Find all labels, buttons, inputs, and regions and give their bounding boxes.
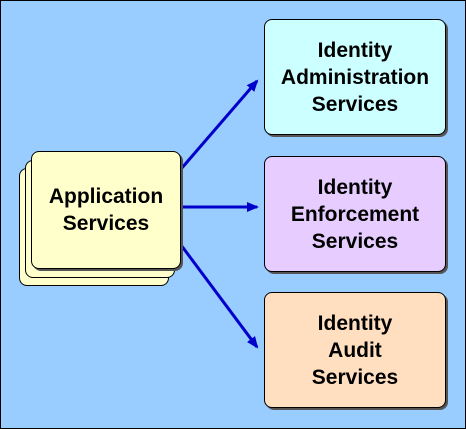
application-services-box: Application Services xyxy=(31,151,181,269)
identity-audit-services-label: Identity Audit Services xyxy=(311,311,399,389)
arrow-to-administration xyxy=(179,79,259,170)
identity-administration-services-box: Identity Administration Services xyxy=(264,19,446,135)
identity-administration-services-label: Identity Administration Services xyxy=(280,38,430,116)
identity-enforcement-services-box: Identity Enforcement Services xyxy=(264,156,446,272)
arrow-to-audit xyxy=(179,244,259,349)
identity-enforcement-services-label: Identity Enforcement Services xyxy=(290,175,420,253)
identity-audit-services-box: Identity Audit Services xyxy=(264,292,446,408)
application-services-label: Application Services xyxy=(48,185,164,235)
